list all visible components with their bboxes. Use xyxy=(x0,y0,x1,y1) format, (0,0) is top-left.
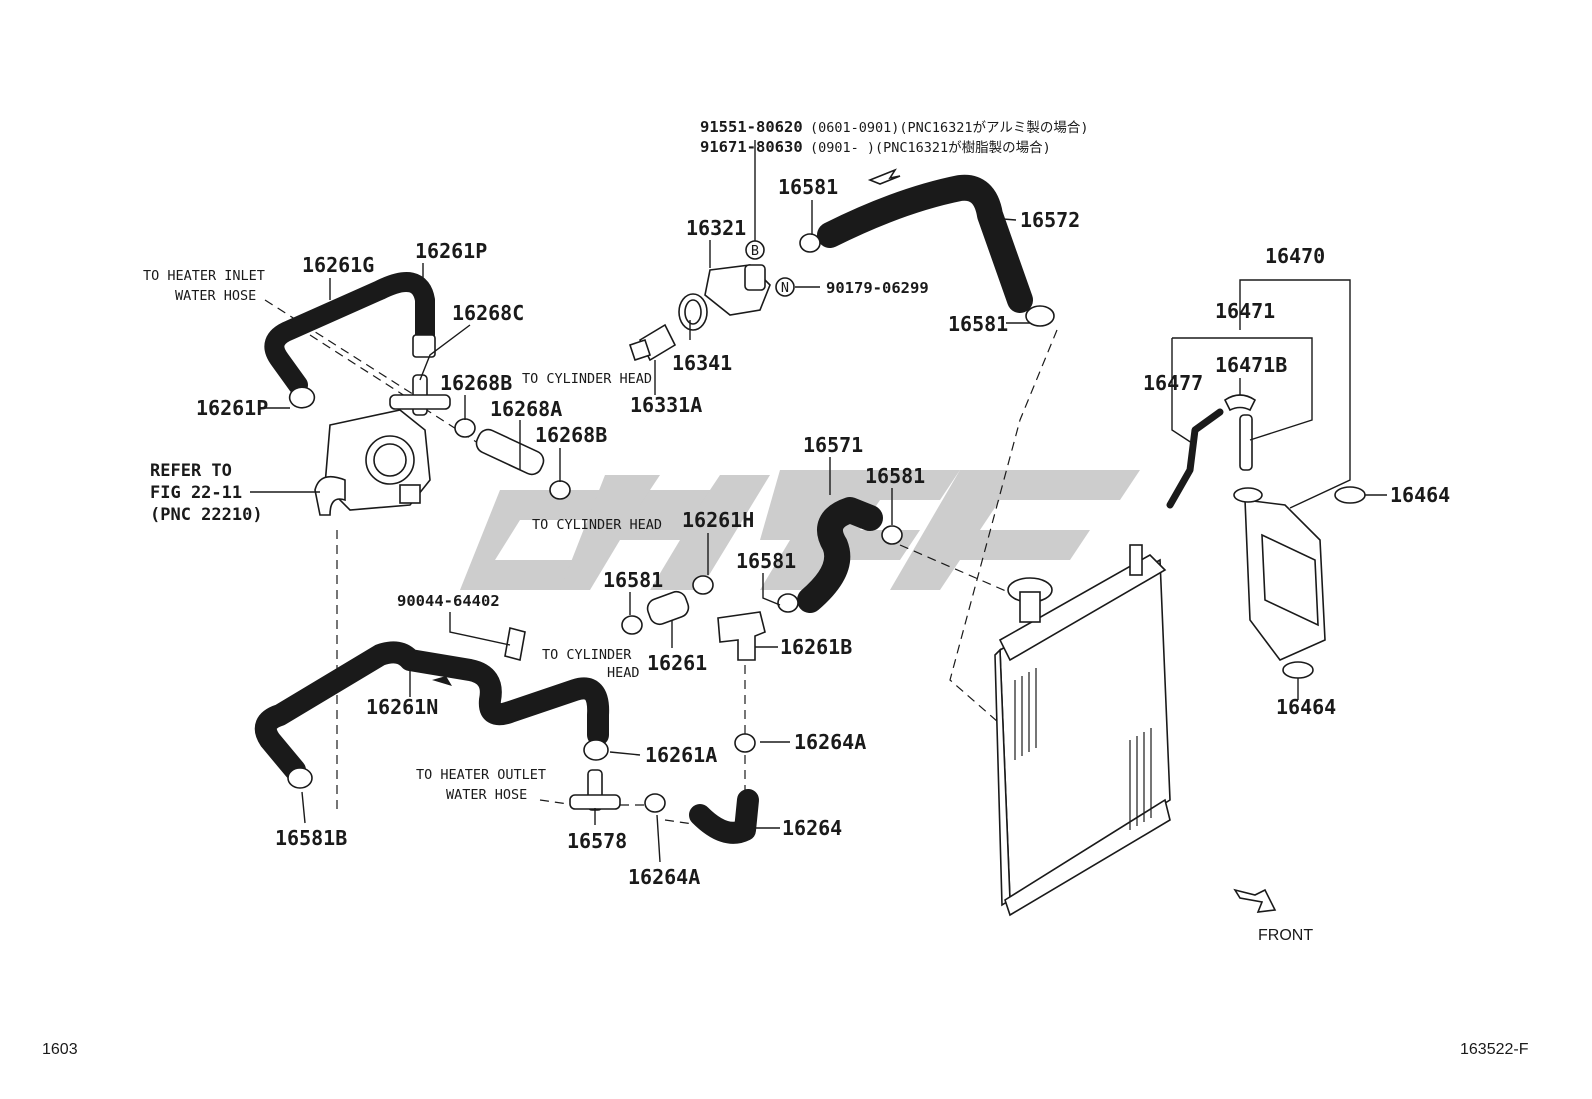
label-16471: 16471 xyxy=(1215,299,1275,323)
label-16261B: 16261B xyxy=(780,635,852,659)
label-90044-64402: 90044-64402 xyxy=(397,592,500,610)
label-16321: 16321 xyxy=(686,216,746,240)
header-note-1: (0601-0901)(PNC16321がアルミ製の場合) xyxy=(810,120,1089,136)
hose-16261-group xyxy=(621,575,766,661)
label-16264: 16264 xyxy=(782,816,842,840)
label-16261G: 16261G xyxy=(302,253,374,277)
label-16581-e: 16581 xyxy=(603,568,663,592)
label-16268C: 16268C xyxy=(452,301,524,325)
marker-b-text: B xyxy=(751,243,759,259)
label-16470: 16470 xyxy=(1265,244,1325,268)
clip-90044 xyxy=(504,627,526,661)
note-cylinder-head-2: TO CYLINDER HEAD xyxy=(532,517,662,533)
footer-figure-code: 163522-F xyxy=(1460,1041,1529,1058)
note-cylinder-head-3b: HEAD xyxy=(607,665,640,681)
label-16571: 16571 xyxy=(803,433,863,457)
label-16261P-top: 16261P xyxy=(415,239,487,263)
label-16464-a: 16464 xyxy=(1390,483,1450,507)
flow-arrow-icon xyxy=(432,676,452,686)
label-16477: 16477 xyxy=(1143,371,1203,395)
note-heater-outlet-2: WATER HOSE xyxy=(446,787,527,803)
marker-n: N xyxy=(775,277,795,297)
note-heater-outlet-1: TO HEATER OUTLET xyxy=(416,767,546,783)
header-block: 91551-80620 (0601-0901)(PNC16321がアルミ製の場合… xyxy=(700,118,1089,156)
upper-hose-16572 xyxy=(799,168,1055,327)
label-16581-a: 16581 xyxy=(778,175,838,199)
label-16268A: 16268A xyxy=(490,397,562,421)
marker-b: B xyxy=(745,240,765,260)
throttle-body xyxy=(314,409,431,516)
label-16581-b: 16581 xyxy=(948,312,1008,336)
label-16268B-b: 16268B xyxy=(535,423,607,447)
label-16264A-b: 16264A xyxy=(628,865,700,889)
label-16261P-left: 16261P xyxy=(196,396,268,420)
label-16581B: 16581B xyxy=(275,826,347,850)
note-cylinder-head-3a: TO CYLINDER xyxy=(542,647,632,663)
header-part-1: 91551-80620 xyxy=(700,118,803,136)
label-16581-d: 16581 xyxy=(736,549,796,573)
clamp-16261P-top xyxy=(412,334,436,358)
label-16572: 16572 xyxy=(1020,208,1080,232)
label-16261: 16261 xyxy=(647,651,707,675)
label-16261H: 16261H xyxy=(682,508,754,532)
refer-block: REFER TO FIG 22-11 (PNC 22210) xyxy=(150,461,263,525)
marker-n-text: N xyxy=(781,280,789,296)
note-cylinder-head-1: TO CYLINDER HEAD xyxy=(522,371,652,387)
label-16341: 16341 xyxy=(672,351,732,375)
leader-lines xyxy=(250,140,1387,863)
part-labels: 16261G 16261P 16268C 16268B 16268A 16268… xyxy=(196,175,1450,889)
note-front: FRONT xyxy=(1258,927,1313,944)
tee-16578 xyxy=(569,733,759,844)
label-16578: 16578 xyxy=(567,829,627,853)
note-heater-inlet-2: WATER HOSE xyxy=(175,288,256,304)
refer-line-2: FIG 22-11 xyxy=(150,483,242,503)
heater-hose-16261G xyxy=(264,272,436,409)
label-16464-b: 16464 xyxy=(1276,695,1336,719)
notes: TO HEATER INLET WATER HOSE TO CYLINDER H… xyxy=(143,268,1313,944)
footer-page-number: 1603 xyxy=(42,1041,78,1058)
label-16261A: 16261A xyxy=(645,743,717,767)
header-note-2: (0901- )(PNC16321が樹脂製の場合) xyxy=(810,140,1051,156)
front-arrow-icon xyxy=(1233,888,1277,913)
note-heater-inlet-1: TO HEATER INLET xyxy=(143,268,265,284)
radiator xyxy=(994,544,1171,917)
clamp-16261P-left xyxy=(288,386,316,409)
label-16264A-a: 16264A xyxy=(794,730,866,754)
lower-hose-16571 xyxy=(777,497,903,613)
label-16331A: 16331A xyxy=(630,393,702,417)
header-part-2: 91671-80630 xyxy=(700,138,803,156)
label-16471B: 16471B xyxy=(1215,353,1287,377)
label-90179-06299: 90179-06299 xyxy=(826,279,929,297)
thermostat-assembly xyxy=(628,264,771,362)
label-16581-c: 16581 xyxy=(865,464,925,488)
flow-arrow-icon xyxy=(867,168,901,185)
reserve-tank-16470 xyxy=(1166,394,1366,679)
heater-hose-16261N xyxy=(254,627,610,789)
label-16268B-a: 16268B xyxy=(440,371,512,395)
label-16261N: 16261N xyxy=(366,695,438,719)
watermark-logo xyxy=(460,470,1140,590)
refer-line-1: REFER TO xyxy=(150,461,232,481)
refer-line-3: (PNC 22210) xyxy=(150,505,263,525)
